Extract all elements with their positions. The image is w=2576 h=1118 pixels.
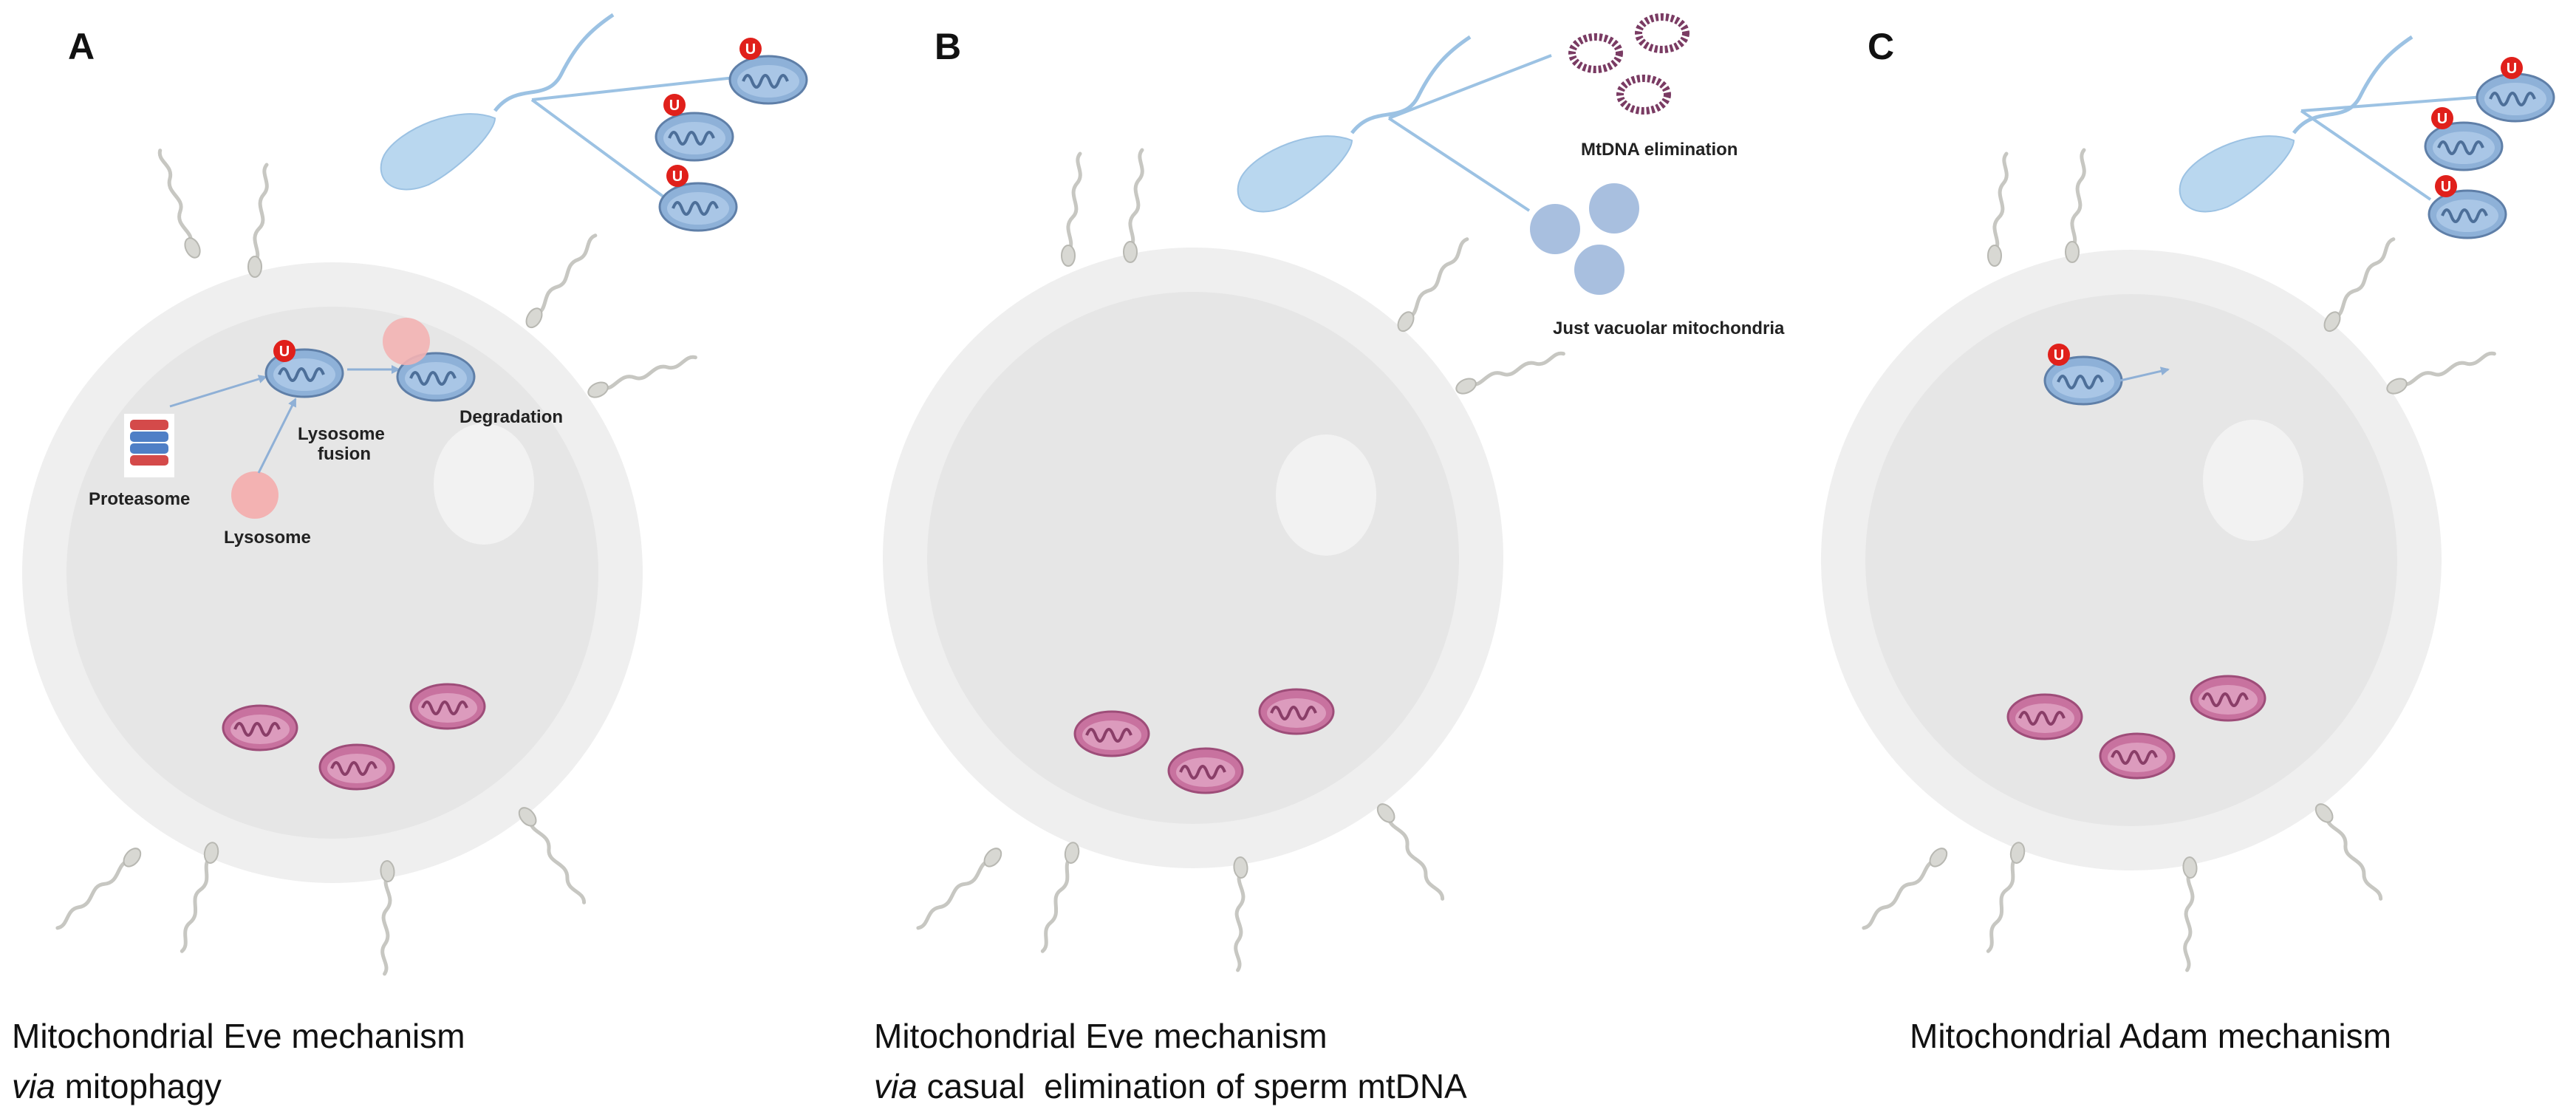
caption-b-line2: via casual elimination of sperm mtDNA [874,1067,1467,1105]
sperm-tail [1395,230,1467,336]
sperm-tail [248,165,267,277]
ubiquitinated-sperm-mitochondrion [2424,121,2504,171]
sperm-link-line [1387,117,1531,212]
sperm-tail [1042,840,1080,954]
mtdna-ring [1620,78,1667,111]
sperm-tail [2177,856,2205,970]
ubiquitin-tag [2431,107,2453,129]
pathway-arrow [2119,367,2170,382]
sperm-tail [512,805,598,903]
egg-cell-cytoplasm [927,292,1459,824]
oocyte-mitochondrion [1167,747,1244,794]
caption-a-line1: Mitochondrial Eve mechanism [12,1017,465,1055]
ubiquitin-tag [2435,175,2457,197]
sperm-head [1237,135,1353,213]
oocyte-mitochondrion [1258,688,1335,735]
vacuolar-mitochondrion [1589,183,1639,234]
lysosome-fusion-label-1: Lysosome [298,424,385,444]
sperm-tail [143,150,208,259]
ubiquitin-tag [273,340,295,362]
degradation-label: Degradation [459,407,563,427]
caption-c: Mitochondrial Adam mechanism [1910,1017,2391,1055]
panel-b: B MtDNA elimination Just vacuolar mitoch… [874,17,1785,1105]
panel-a: A Proteasome [12,13,808,1105]
sperm-tail [2385,337,2494,401]
ubiquitinated-sperm-mitochondrion [658,182,738,232]
sperm-tail [1988,840,2026,954]
ubiquitin-tag [2048,344,2070,366]
sperm-tail [1454,337,1563,401]
sperm-tail [1370,801,1457,899]
panel-letter-b: B [935,26,961,67]
sperm-tail [2066,150,2084,262]
ubiquitin-tag [663,94,686,116]
sperm-head [2179,135,2295,213]
ubiquitinated-sperm-mitochondrion [655,112,734,162]
pathway-arrow [257,398,297,474]
ubiquitin-tag [666,165,689,187]
proteasome-label: Proteasome [89,489,190,509]
sperm-tail [586,341,695,405]
oocyte-mitochondrion [222,704,298,751]
oocyte-mitochondrion [2190,675,2266,722]
oocyte-mitochondrion [1073,710,1150,757]
sperm-tail [918,842,1005,940]
sperm-tail [1864,842,1950,940]
ubiquitin-tag [2501,57,2523,79]
lysosome [383,318,430,365]
lysosome-label: Lysosome [224,528,311,548]
egg-nucleus [1276,434,1376,556]
proteasome [124,414,174,477]
sperm-tail [1062,154,1080,266]
caption-b-line1: Mitochondrial Eve mechanism [874,1017,1328,1055]
oocyte-mitochondrion [2006,693,2083,740]
lysosome-fusion-label-2: fusion [318,444,371,464]
mtdna-elimination-label: MtDNA elimination [1581,140,1738,160]
caption-a-line2: via mitophagy [12,1067,222,1105]
panel-c: C Mitochondrial Adam mechanism [1821,26,2555,1055]
mtdna-ring [1639,17,1686,50]
ubiquitinated-sperm-mitochondrion [2476,72,2555,123]
ubiquitin-tag [739,38,762,60]
sperm-tail [1124,150,1142,262]
lysosome [231,471,279,519]
sperm-tail [1228,856,1256,970]
sperm-head [380,113,496,191]
sperm-tail [182,840,219,954]
sperm-link-line [1388,54,1552,120]
sperm-tail [2309,801,2395,899]
vacuolar-label: Just vacuolar mitochondria [1553,318,1785,338]
sperm-link-line [530,98,674,205]
sperm-link-line [2300,109,2432,201]
mtdna-ring [1572,37,1619,69]
egg-nucleus [434,423,534,545]
sperm-tail [1988,154,2006,266]
oocyte-mitochondrion [318,743,395,791]
vacuolar-mitochondrion [1574,245,1624,295]
pathway-arrow [169,375,267,408]
oocyte-mitochondrion [2099,732,2176,780]
vacuolar-mitochondrion [1530,204,1580,254]
sperm-tail [1350,35,1472,134]
ubiquitinated-sperm-mitochondrion [728,55,808,105]
sperm-tail [523,226,595,333]
sperm-tail [58,842,144,940]
sperm-link-line [2300,95,2494,112]
egg-nucleus [2203,420,2303,541]
sperm-tail [493,13,615,112]
oocyte-mitochondrion [409,683,486,730]
sperm-tail [2321,230,2394,336]
panel-letter-a: A [68,26,95,67]
panel-letter-c: C [1868,26,1894,67]
ubiquitinated-sperm-mitochondrion [2428,189,2507,239]
